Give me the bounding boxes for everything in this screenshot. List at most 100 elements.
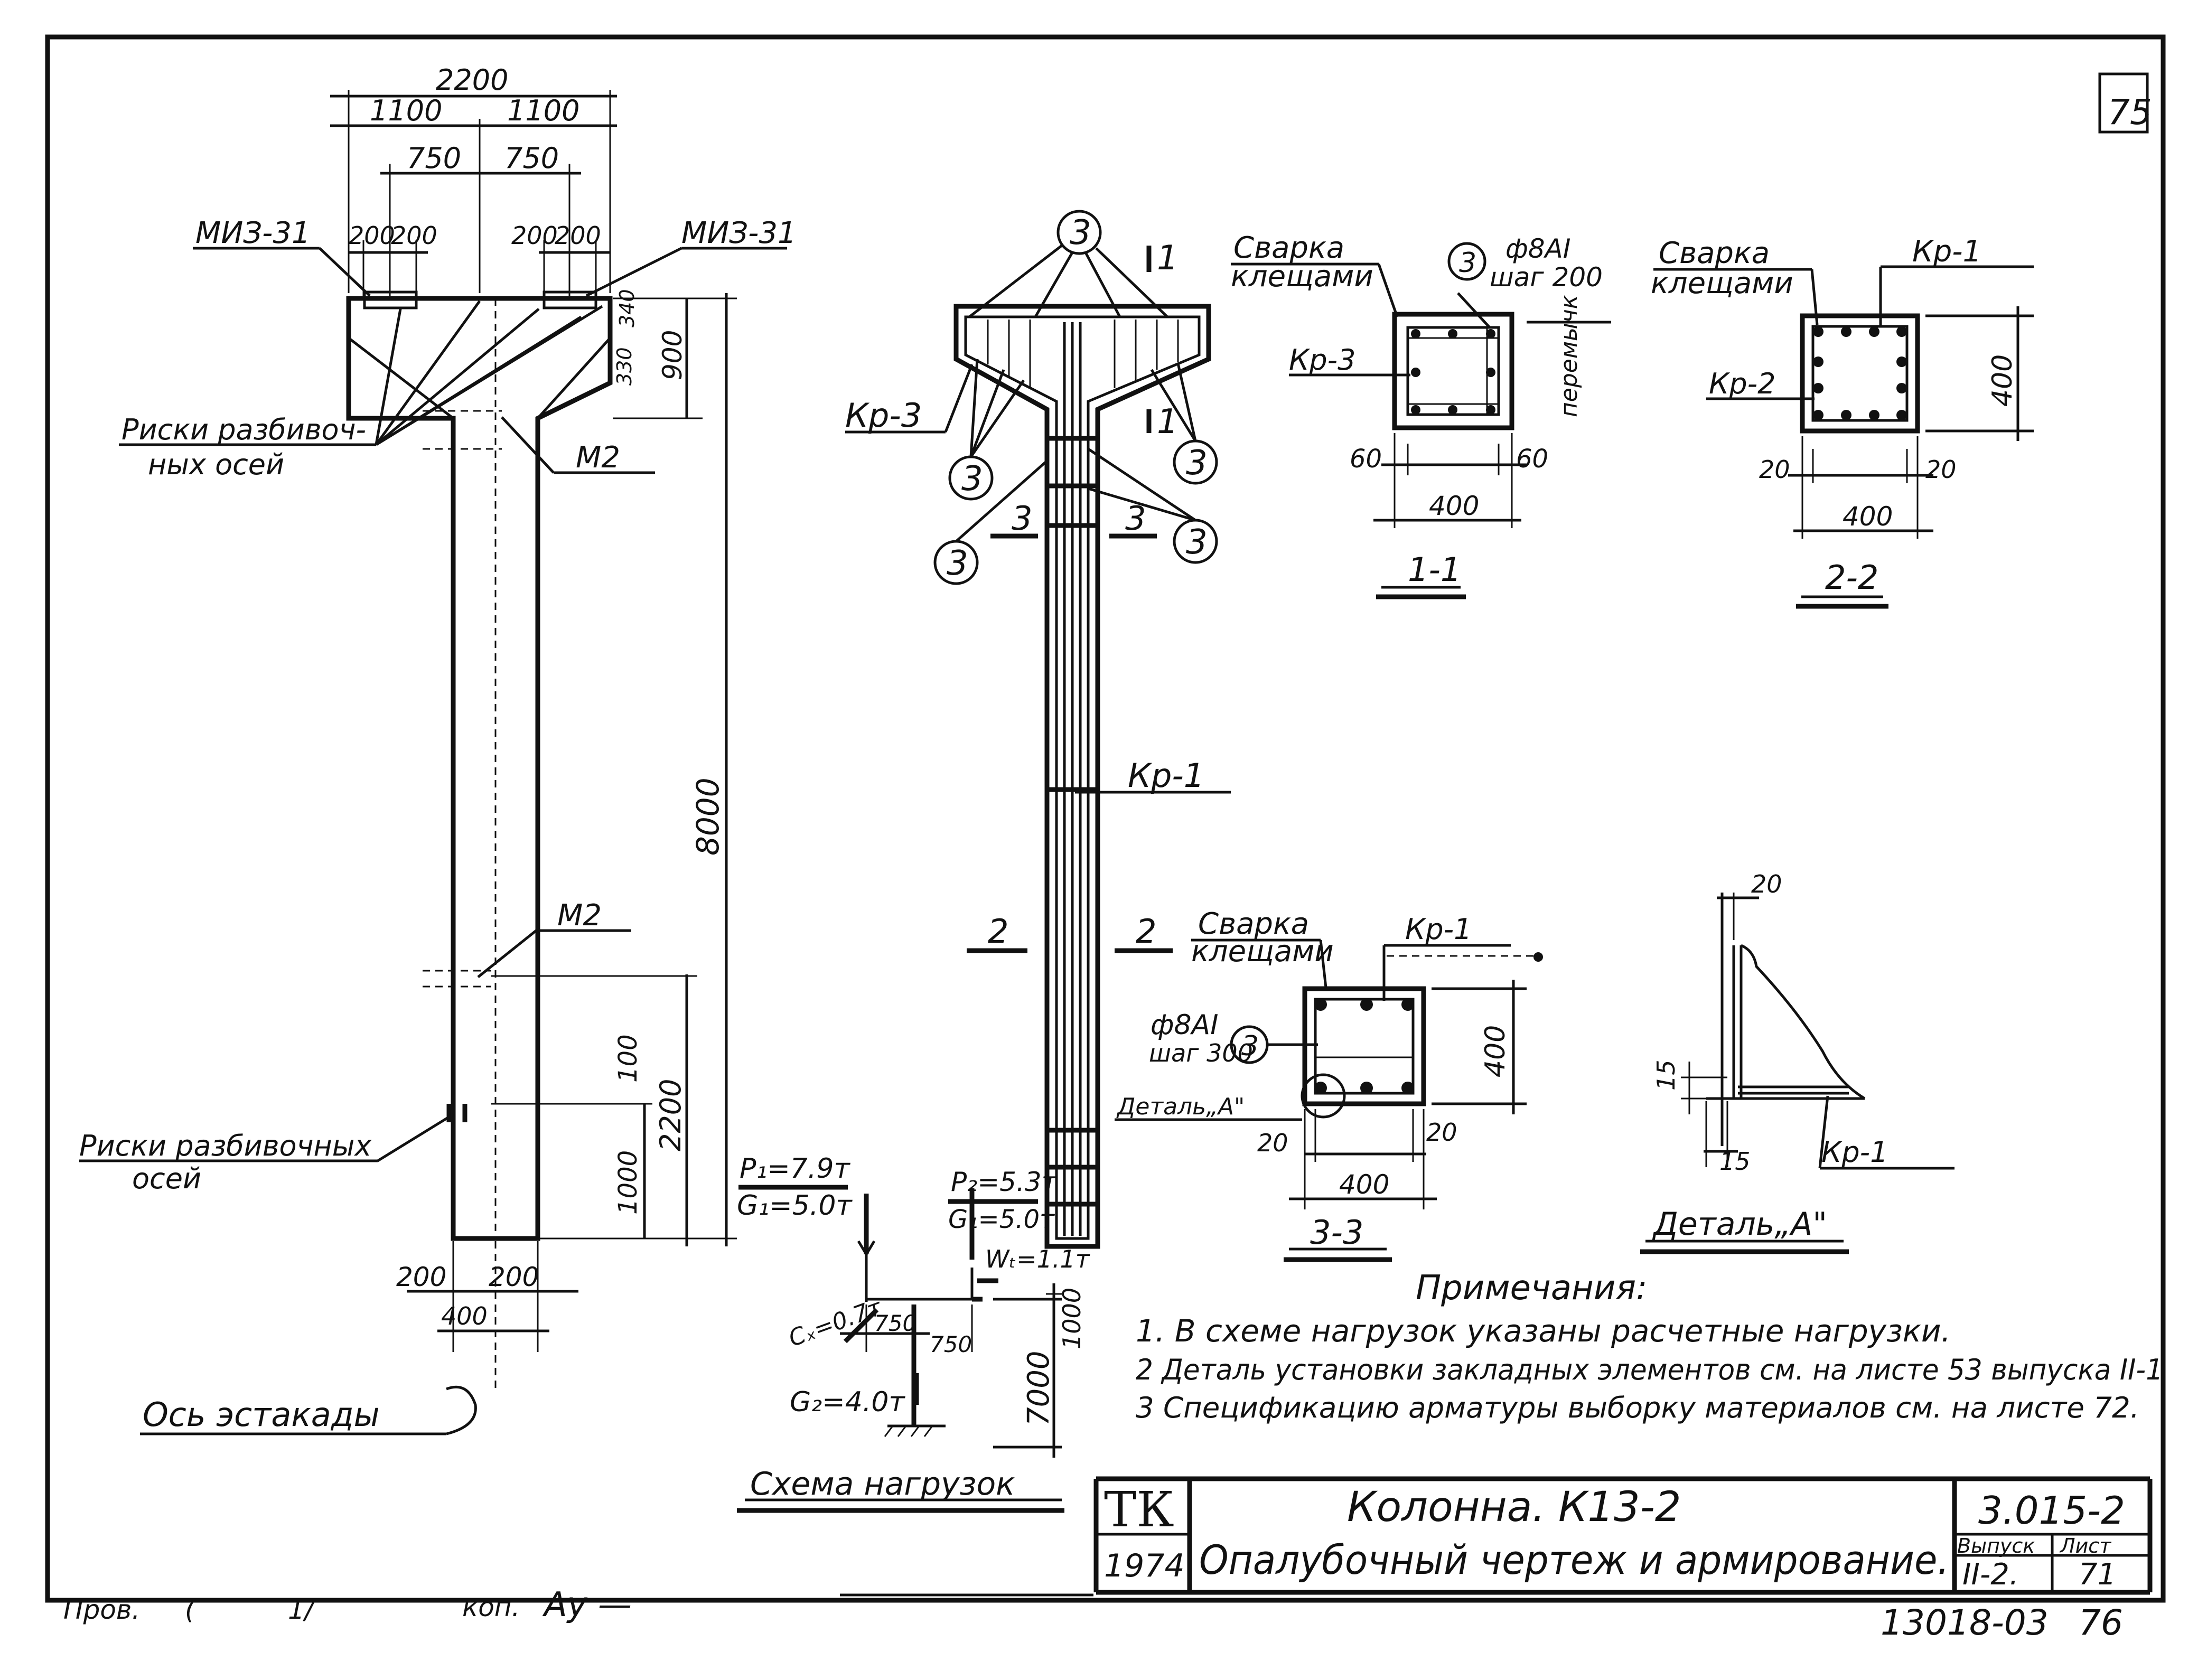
s11-kr3: Кр-3 <box>1289 343 1355 377</box>
cut-2-left: 2 <box>988 912 1008 951</box>
detail-dim-15-horizontal: 15 <box>1719 1147 1751 1176</box>
s33-dim-20-right: 20 <box>1426 1118 1457 1147</box>
rebar-pos-3-right-lower: 3 <box>1186 523 1208 562</box>
s11-dim-60-left: 60 <box>1350 444 1382 474</box>
section-3-3 <box>1115 938 1543 1262</box>
stamp-tk: ТК <box>1104 1481 1174 1538</box>
load-dim-750-right: 750 <box>930 1331 972 1357</box>
s33-kr1: Кр-1 <box>1405 913 1472 946</box>
s22-dim-400-vertical: 400 <box>1987 354 2018 407</box>
riski-top-line2: ных осей <box>148 448 284 481</box>
s11-dim-400: 400 <box>1429 491 1479 521</box>
s11-dim-60-right: 60 <box>1516 444 1548 474</box>
s11-pos: 3 <box>1459 247 1476 279</box>
detail-a <box>1640 893 1954 1254</box>
load-scheme-title: Схема нагрузок <box>750 1466 1015 1503</box>
m2-top-label: М2 <box>576 440 620 475</box>
axis-label: Ось эстакады <box>143 1395 380 1434</box>
cut-3-left: 3 <box>1012 499 1032 538</box>
note-3: 3 Спецификацию арматуры выборку материал… <box>1136 1391 2139 1424</box>
load-p1: P₁=7.9т <box>740 1153 850 1185</box>
s33-label: 3-3 <box>1310 1213 1363 1252</box>
load-g2: G₂=4.0т <box>790 1386 905 1418</box>
dim-2200: 2200 <box>436 63 508 97</box>
section-2-2 <box>1653 265 2034 609</box>
load-w: Wₜ=1.1т <box>985 1245 1090 1273</box>
series-code: 3.015-2 <box>1978 1488 2125 1533</box>
formwork-elevation <box>79 90 787 1435</box>
dim-1100-right: 1100 <box>507 94 579 127</box>
dim-750-right: 750 <box>504 142 559 175</box>
s33-step: шаг 300 <box>1149 1039 1253 1067</box>
archive-page: 76 <box>2079 1602 2123 1643</box>
s22-kr1: Кр-1 <box>1912 234 1981 269</box>
rebar-kr1-label: Кр-1 <box>1128 756 1204 795</box>
rebar-pos-3-left-upper: 3 <box>961 459 983 499</box>
note-2: 2 Деталь установки закладных элементов с… <box>1136 1353 2163 1386</box>
s33-detail-a: Деталь„А" <box>1116 1093 1245 1120</box>
cut-3-right: 3 <box>1125 499 1146 538</box>
issue-label: Выпуск <box>1957 1534 2035 1557</box>
load-g1-left: G₁=5.0т <box>737 1190 853 1222</box>
s11-peremych: перемычк <box>1556 295 1583 417</box>
dim-8000: 8000 <box>690 777 726 856</box>
dim-340: 340 <box>615 289 639 327</box>
s33-svarka-2: клещами <box>1191 934 1334 969</box>
s22-dim-20-left: 20 <box>1759 455 1790 484</box>
list-value: 71 <box>2079 1557 2116 1592</box>
s33-bar: ф8АI <box>1151 1009 1218 1041</box>
dim-750-left: 750 <box>407 142 461 175</box>
list-label: Лист <box>2059 1534 2112 1557</box>
cut-1-top: 1 <box>1157 239 1179 278</box>
dim-100: 100 <box>613 1034 643 1083</box>
sheet-frame <box>45 34 2166 1603</box>
title-line2: Опалубочный чертеж и армирование. <box>1199 1536 1949 1583</box>
dim-1000: 1000 <box>613 1150 643 1215</box>
kop-label: коп. <box>462 1592 520 1622</box>
cut-1-mid: 1 <box>1157 402 1179 442</box>
riski-bottom-line1: Риски разбивочных <box>79 1129 372 1162</box>
s22-label: 2-2 <box>1825 558 1878 597</box>
load-dim-7000: 7000 <box>1022 1350 1056 1426</box>
sheet-number-top: 75 <box>2108 92 2152 133</box>
s22-dim-20-right: 20 <box>1925 455 1957 484</box>
dim-200-c: 200 <box>511 221 558 250</box>
dim-200-bottom-right: 200 <box>489 1262 539 1292</box>
s11-step: шаг 200 <box>1490 262 1603 293</box>
rebar-pos-3-top: 3 <box>1070 213 1091 252</box>
s33-dim-400: 400 <box>1339 1169 1389 1200</box>
s33-svarka-1: Сварка <box>1198 907 1309 941</box>
detail-kr1: Кр-1 <box>1821 1135 1888 1169</box>
s22-svarka-2: клещами <box>1651 266 1793 301</box>
dim-900: 900 <box>657 330 688 380</box>
dim-400-bottom: 400 <box>441 1302 488 1330</box>
s11-svarka-1: Сварка <box>1233 231 1344 265</box>
prov-label: Пров. <box>63 1594 140 1625</box>
m2-bottom-label: М2 <box>557 898 602 933</box>
dim-200-b: 200 <box>391 221 437 250</box>
issue-value: II-2. <box>1962 1557 2019 1592</box>
embed-label-left: МИЗ-31 <box>195 216 311 250</box>
detail-dim-15-vertical: 15 <box>1652 1059 1680 1091</box>
s22-dim-400: 400 <box>1843 501 1893 532</box>
dim-200-bottom-left: 200 <box>396 1262 446 1292</box>
title-block <box>1093 1476 2153 1595</box>
mark-11: 1/ <box>288 1594 316 1625</box>
rebar-pos-3-left-lower: 3 <box>947 544 968 583</box>
s22-kr2: Кр-2 <box>1709 367 1775 400</box>
dim-200-a: 200 <box>349 221 395 250</box>
detail-dim-20: 20 <box>1751 870 1782 898</box>
title-line1: Колонна. К13-2 <box>1347 1484 1681 1531</box>
load-dim-1000: 1000 <box>1058 1288 1086 1349</box>
load-g1-right: G₁=5.0т <box>948 1205 1055 1234</box>
section-1-1 <box>1231 242 1611 599</box>
s33-dim-20-left: 20 <box>1257 1129 1288 1157</box>
load-dim-750-left: 750 <box>874 1310 917 1336</box>
load-scheme <box>737 1185 1064 1513</box>
s11-bar: ф8АI <box>1505 233 1571 264</box>
s11-label: 1-1 <box>1408 550 1461 589</box>
embed-label-right: МИЗ-31 <box>681 216 797 250</box>
rebar-elevation <box>845 210 1231 1249</box>
load-p2: P₂=5.3т <box>951 1167 1058 1197</box>
